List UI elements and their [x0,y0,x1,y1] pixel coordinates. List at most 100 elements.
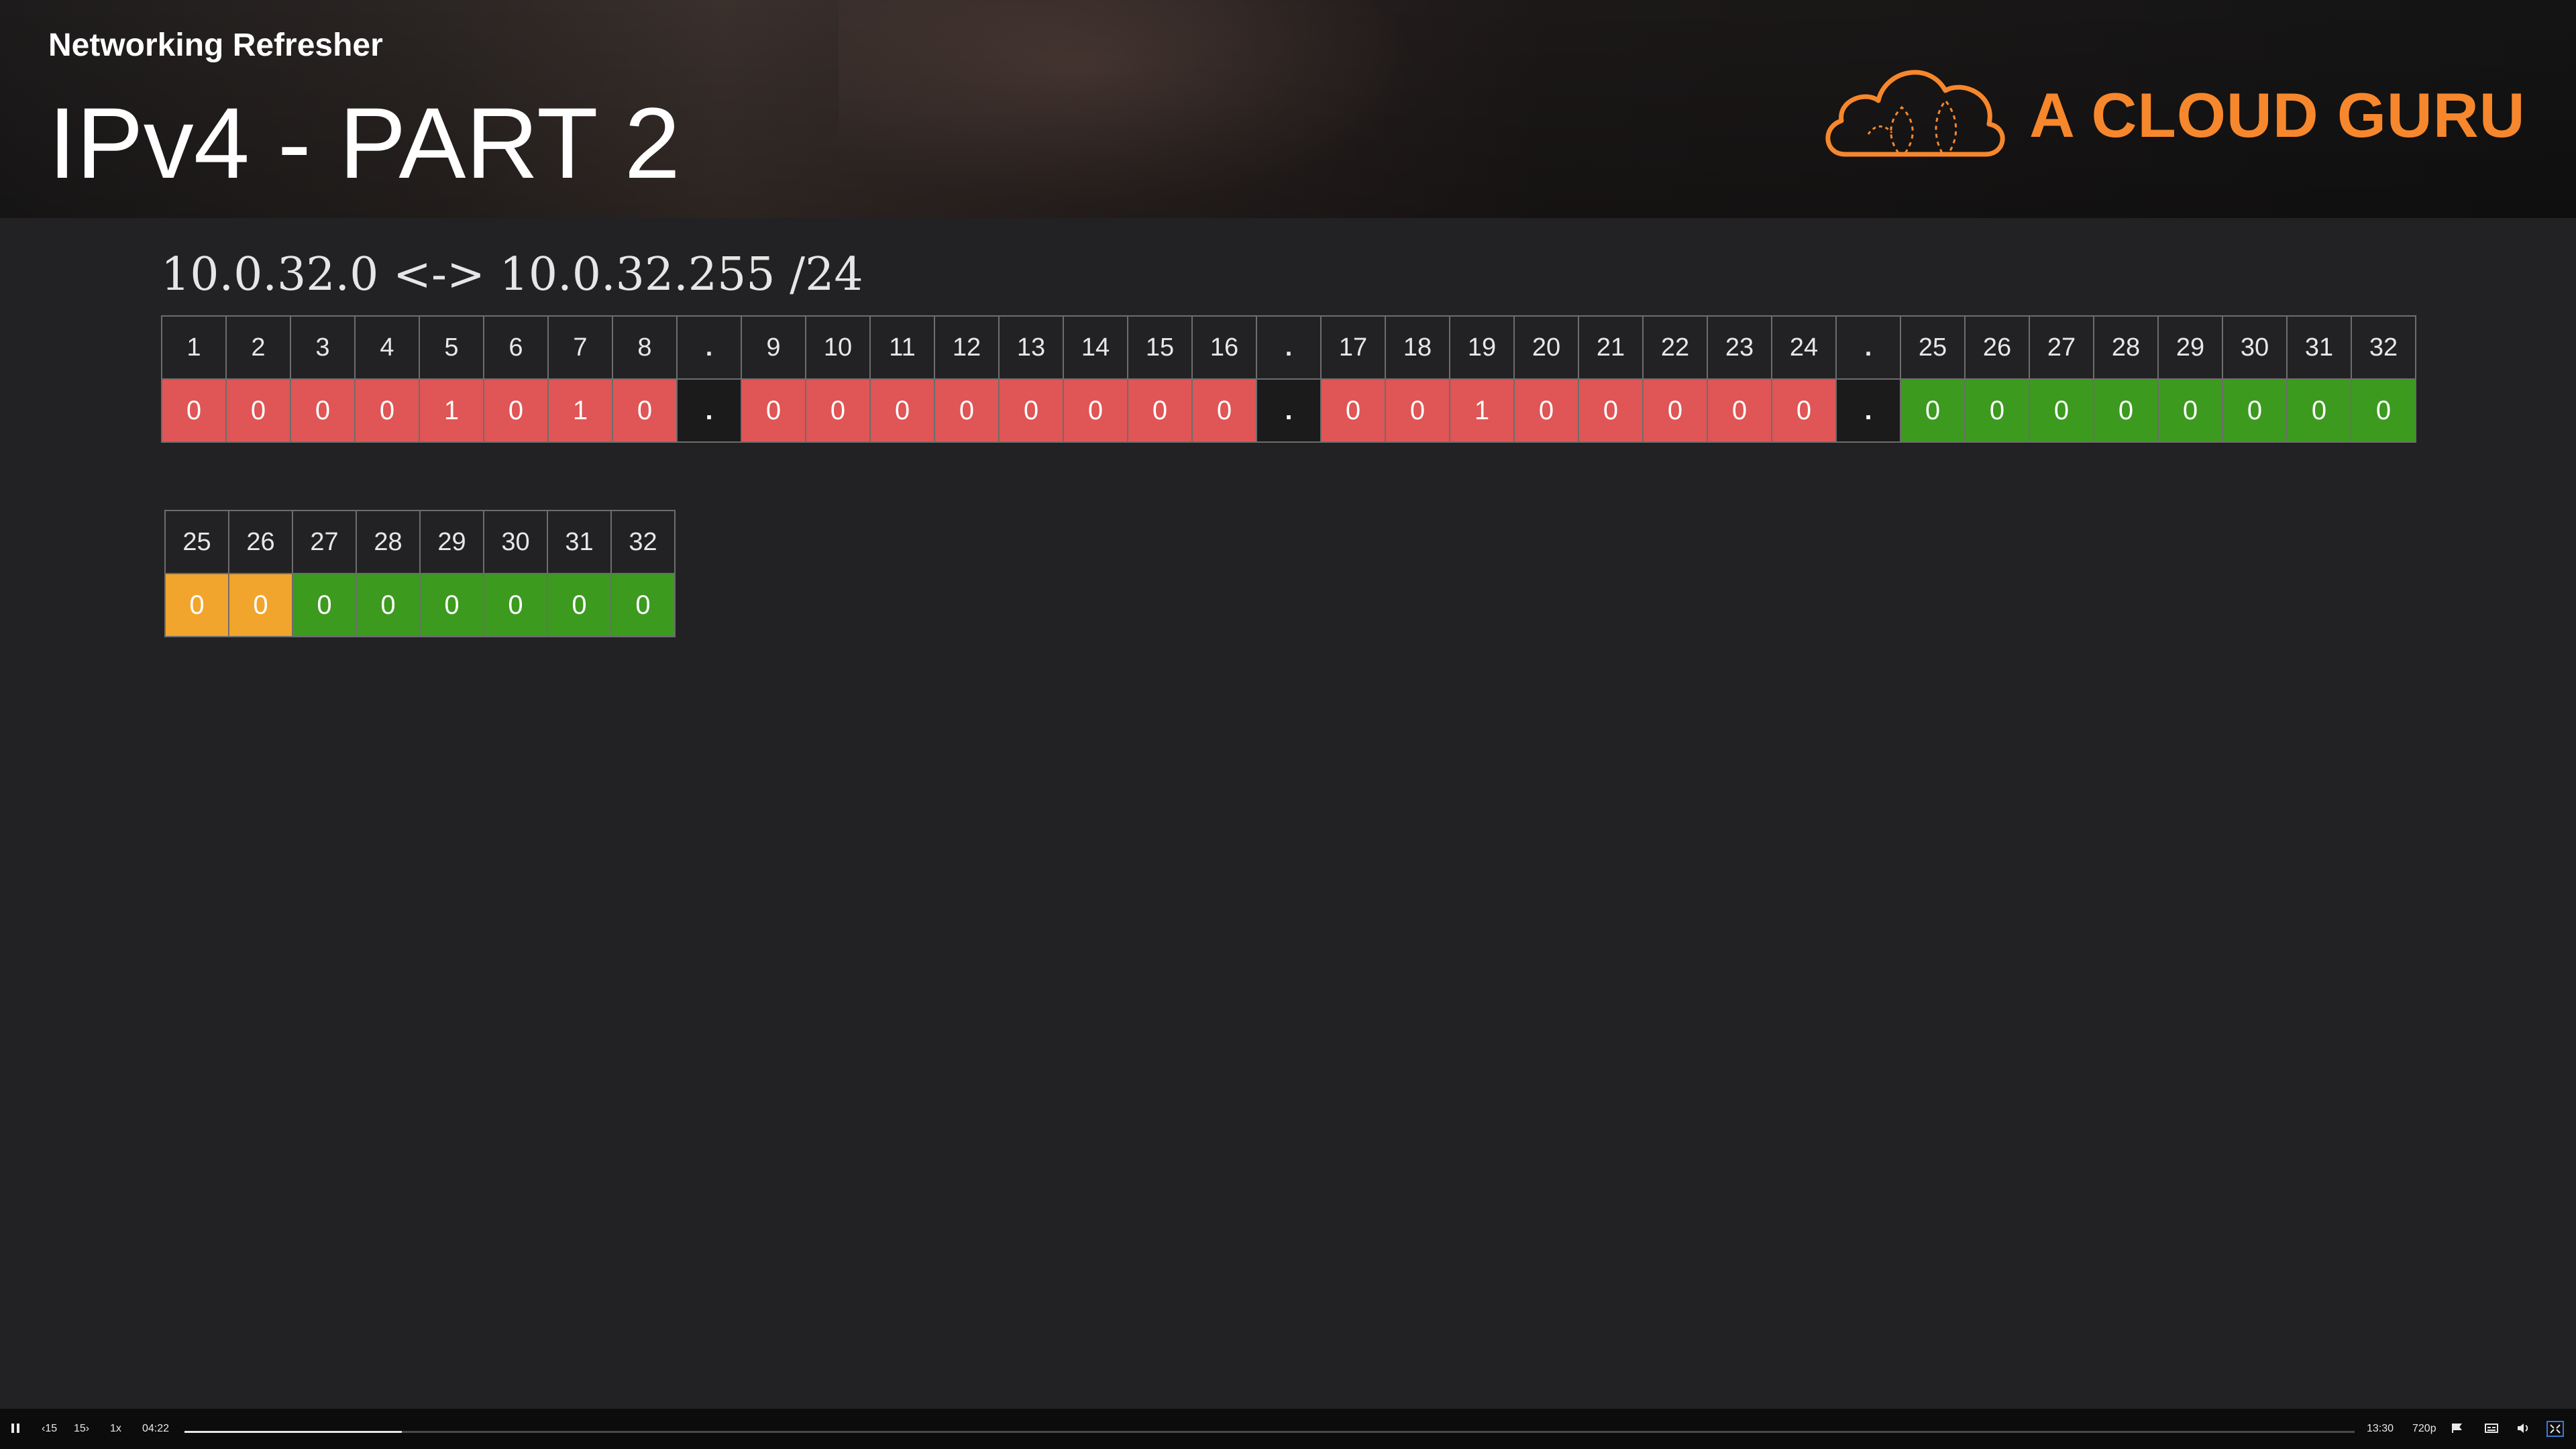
cloud-icon [1825,70,2005,157]
bit-position-cell: 1 [161,315,227,380]
bit-value-cell: 0 [228,573,293,637]
slide-title: IPv4 - PART 2 [48,87,681,199]
bit-position-cell: 6 [483,315,549,380]
captions-icon[interactable] [2485,1423,2498,1437]
bit-position-cell: 16 [1191,315,1257,380]
fullscreen-icon [2550,1424,2561,1434]
bit-value-cell: 0 [164,573,229,637]
bit-position-cell: 11 [869,315,935,380]
bit-value-cell: 0 [290,378,356,443]
progress-bar[interactable] [184,1431,2355,1433]
a-cloud-guru-logo: A CLOUD GURU [1818,54,2525,168]
quality-button[interactable]: 720p [2412,1423,2436,1434]
octet-separator: . [1256,378,1322,443]
course-title: Networking Refresher [48,28,383,63]
bit-position-cell: 20 [1513,315,1579,380]
bit-value-cell: 0 [1771,378,1837,443]
rewind-15-button[interactable]: ‹15 [42,1423,58,1434]
bit-position-cell: 30 [2222,315,2288,380]
bit-value-cell: 0 [225,378,291,443]
bit-position-cell: 22 [1642,315,1708,380]
bit-position-cell: 31 [547,510,612,574]
bit-position-cell: 3 [290,315,356,380]
bit-position-cell: 15 [1127,315,1193,380]
bit-value-cell: 0 [1191,378,1257,443]
bit-position-cell: 26 [1964,315,2030,380]
bit-position-cell: 18 [1385,315,1450,380]
bit-position-cell: 12 [934,315,1000,380]
bit-value-cell: 1 [419,378,484,443]
bit-value-cell: 1 [1449,378,1515,443]
logo-text: A CLOUD GURU [2029,80,2526,150]
ip-range-label: 10.0.32.0 <-> 10.0.32.255 /24 [161,248,863,301]
fullscreen-button[interactable] [2546,1421,2564,1437]
bit-position-cell: . [1835,315,1901,380]
bit-value-cell: 0 [483,378,549,443]
bit-value-cell: 0 [547,573,612,637]
bit-value-cell: 0 [2222,378,2288,443]
pause-icon[interactable] [11,1423,20,1437]
bit-position-cell: 21 [1578,315,1644,380]
bit-position-cell: 4 [354,315,420,380]
bit-value-cell: 0 [419,573,484,637]
bit-position-cell: 24 [1771,315,1837,380]
bit-position-cell: 10 [805,315,871,380]
duration: 13:30 [2367,1423,2394,1434]
octet-separator: . [676,378,742,443]
slide-header: Networking Refresher IPv4 - PART 2 A CLO… [0,0,2576,218]
bit-position-cell: . [1256,315,1322,380]
bit-value-cell: 0 [354,378,420,443]
bit-position-cell: 30 [483,510,548,574]
bit-value-cell: 0 [161,378,227,443]
bit-position-cell: 23 [1707,315,1772,380]
flag-icon[interactable] [2451,1423,2463,1437]
bit-position-cell: 25 [1900,315,1966,380]
bit-value-cell: 0 [1127,378,1193,443]
bit-value-cell: 0 [1707,378,1772,443]
bit-position-cell: 7 [547,315,613,380]
bit-value-cell: 0 [741,378,806,443]
bit-position-cell: 27 [2029,315,2094,380]
bit-value-cell: 1 [547,378,613,443]
bit-position-cell: 28 [356,510,421,574]
bit-position-cell: 28 [2093,315,2159,380]
bit-position-cell: 32 [610,510,676,574]
bit-value-cell: 0 [1513,378,1579,443]
bit-position-cell: 31 [2286,315,2352,380]
bit-value-cell: 0 [998,378,1064,443]
bit-value-cell: 0 [292,573,357,637]
bit-position-cell: 8 [612,315,678,380]
bit-position-cell: 25 [164,510,229,574]
bit-value-cell: 0 [1385,378,1450,443]
bit-value-cell: 0 [1320,378,1386,443]
bit-position-cell: 29 [419,510,484,574]
volume-icon[interactable] [2517,1423,2530,1437]
bit-position-cell: . [676,315,742,380]
bit-value-cell: 0 [610,573,676,637]
bit-position-cell: 14 [1063,315,1128,380]
bit-value-cell: 0 [356,573,421,637]
bit-position-cell: 5 [419,315,484,380]
bit-value-cell: 0 [2351,378,2416,443]
bit-value-cell: 0 [483,573,548,637]
bit-value-cell: 0 [1642,378,1708,443]
bit-position-cell: 26 [228,510,293,574]
forward-15-button[interactable]: 15› [74,1423,90,1434]
bit-position-cell: 2 [225,315,291,380]
playback-speed-button[interactable]: 1x [110,1423,121,1434]
bit-value-cell: 0 [612,378,678,443]
bit-value-cell: 0 [1063,378,1128,443]
bit-position-cell: 19 [1449,315,1515,380]
octet-separator: . [1835,378,1901,443]
bit-value-cell: 0 [869,378,935,443]
bit-value-cell: 0 [2286,378,2352,443]
bit-position-cell: 17 [1320,315,1386,380]
bit-position-cell: 9 [741,315,806,380]
